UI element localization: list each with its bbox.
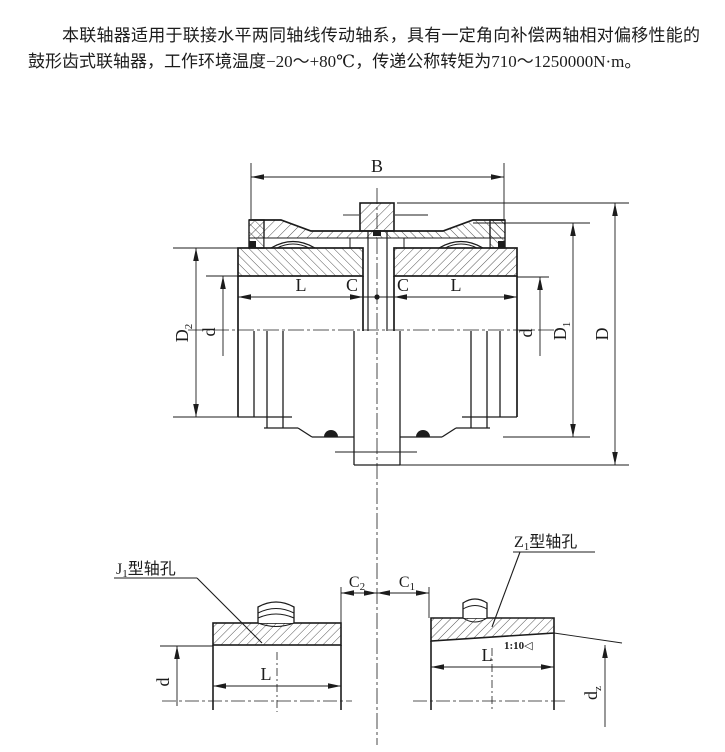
label-dim-c-left: C (346, 275, 358, 295)
label-dim-c1: C1 (399, 574, 415, 593)
z1-taper-extension (553, 632, 623, 644)
j1-dimension-l: L (213, 664, 341, 689)
bolt-head-left (324, 430, 338, 437)
j1-dimension-d: d (153, 645, 213, 706)
label-dim-d-left: d (199, 328, 219, 337)
dimension-b: B (250, 156, 505, 219)
hub-left-section (237, 247, 364, 277)
drum-teeth (270, 240, 484, 249)
sleeve-section (248, 202, 506, 331)
label-dim-l-right: L (451, 275, 462, 295)
dimension-d-right: d (516, 276, 549, 356)
label-dim-c-right: C (397, 275, 409, 295)
label-j1-dim-l: L (261, 664, 272, 684)
z1-leader-line (491, 551, 521, 628)
z1-shaft-hole-view: Z1型轴孔 1:10◁ L (413, 533, 623, 727)
label-z1-hole: Z1型轴孔 (514, 533, 577, 553)
dimension-d1: D1 (473, 222, 590, 438)
centerlines (188, 188, 558, 745)
label-dim-d2: D2 (172, 324, 195, 343)
dimension-d-left: d (199, 275, 238, 356)
label-j1-hole: J1型轴孔 (116, 560, 176, 580)
label-z1-dim-dz: dz (581, 686, 604, 700)
dimension-c2-c1: C2 C1 (340, 574, 430, 623)
lower-external-view (238, 331, 517, 466)
label-dim-c2: C2 (349, 574, 365, 593)
center-flange-block (359, 202, 395, 232)
dimension-l-c: L C C L (238, 275, 517, 300)
z1-dimension-dz: dz (581, 645, 608, 727)
j1-keyway-boss (257, 601, 295, 627)
j1-shaft-hole-view: J1型轴孔 L (114, 560, 352, 712)
z1-hub-section (430, 617, 555, 642)
dimension-d-outer: D (397, 202, 629, 466)
hub-edges (237, 276, 518, 417)
z1-keyway-boss (462, 598, 488, 623)
label-j1-dim-d: d (153, 678, 173, 687)
label-dim-l-left: L (296, 275, 307, 295)
hub-right-section (393, 247, 518, 277)
label-dim-b: B (371, 156, 383, 176)
label-z1-dim-l: L (482, 645, 493, 665)
z1-dimension-l: L (431, 645, 554, 670)
label-dim-d-right: d (516, 329, 536, 338)
main-section-view: B L C C L d (172, 156, 629, 745)
label-dim-d-outer: D (592, 328, 612, 341)
label-z1-taper: 1:10◁ (504, 640, 533, 652)
label-dim-d1: D1 (550, 322, 573, 341)
bolt-head-right (416, 430, 430, 437)
intro-paragraph: 本联轴器适用于联接水平两同轴线传动轴系，具有一定角向补偿两轴相对偏移性能的鼓形齿… (28, 26, 700, 71)
dimension-d2: D2 (172, 247, 238, 418)
